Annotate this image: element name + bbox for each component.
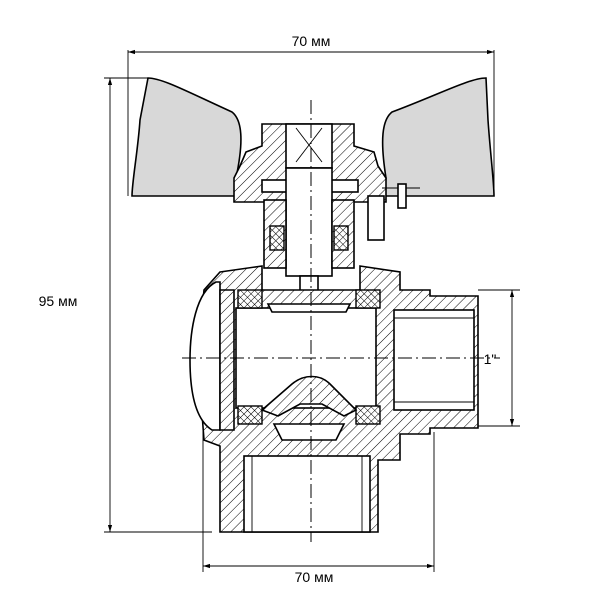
dimension-thread: 1" bbox=[478, 289, 520, 427]
valve-stem bbox=[263, 167, 420, 299]
height-label: 95 мм bbox=[39, 293, 78, 309]
dimension-top-width: 70 мм bbox=[127, 33, 495, 196]
dimension-bottom-width: 70 мм bbox=[202, 430, 435, 585]
dimension-height: 95 мм bbox=[39, 77, 212, 533]
thread-label: 1" bbox=[484, 351, 497, 367]
center-lines bbox=[182, 100, 500, 542]
top-width-label: 70 мм bbox=[292, 33, 331, 49]
ball-and-seals bbox=[237, 289, 381, 441]
bottom-width-label: 70 мм bbox=[295, 569, 334, 585]
butterfly-handle bbox=[131, 77, 495, 197]
